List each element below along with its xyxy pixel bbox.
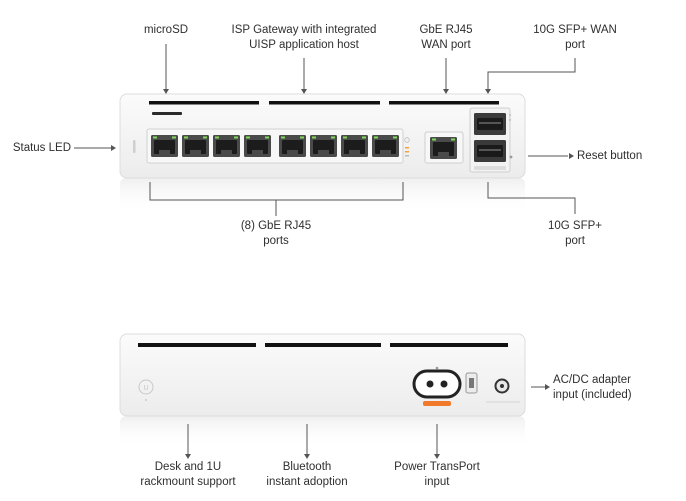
label-sfp-port: 10G SFP+ port [547,220,602,247]
port-group-frame [146,128,404,164]
arrowhead [111,145,116,151]
back-vent-strip [138,343,256,347]
back-vent-strip [265,343,381,347]
power-marker-dot [435,366,439,370]
arrowhead [304,454,310,459]
label-isp-gateway: ISP Gateway with integrated UISP applica… [231,24,377,51]
label-gbe-wan: GbE RJ45 WAN port [419,24,473,51]
rj45-port [310,135,337,157]
arrowhead [569,153,574,159]
microsd-slot [152,112,182,115]
front-vent-strip [389,101,499,105]
sfp-led [508,118,512,122]
label-microsd: microSD [143,24,189,36]
power-transport-connector [412,369,462,399]
label-status-led: Status LED [12,142,71,154]
front-vent-strip [269,101,380,105]
rj45-port [213,135,240,157]
arrowhead [485,89,491,94]
arrowhead [443,89,449,94]
mount-logo-icon [138,379,154,395]
mount-logo-glyph: U [143,385,148,392]
label-bluetooth: Bluetooth instant adoption [266,461,348,488]
arrowhead [545,384,550,390]
port-status-indicator [405,155,409,157]
arrowhead [301,89,307,94]
power-badge [423,401,451,406]
sfp-label-strip [474,166,506,170]
reset-pinhole [509,155,513,159]
rj45-port [151,135,178,157]
dc-label-strip [486,401,520,403]
rj45-port [182,135,209,157]
port-status-indicator [405,147,409,149]
front-panel [119,93,526,214]
rj45-port [341,135,368,157]
rj45-port [244,135,271,157]
back-reflection [120,416,525,448]
label-gbe-ports: (8) GbE RJ45 ports [240,220,312,247]
power-pin-icon [426,380,434,388]
leader-lines [74,44,576,454]
rj45-port [279,135,306,157]
back-panel: U [119,333,526,448]
status-led [133,140,136,153]
mount-dot [145,399,147,401]
arrowhead [434,454,440,459]
leader-sfp-port [487,182,576,214]
label-power-transport: Power TransPort input [394,461,480,488]
front-reflection [120,178,525,214]
sfp-lan-port [474,140,506,162]
sfp-led [508,113,512,117]
rj45-port [372,135,399,157]
label-reset-button: Reset button [577,150,643,162]
arrowhead [185,454,191,459]
front-vent-strip [149,101,259,105]
leader-arrowheads [111,89,574,459]
rj45-port [430,137,457,159]
back-vent-strip [390,343,508,347]
leader-sfp-wan [487,58,576,90]
info-led-icon [404,137,410,143]
arrowhead [163,89,169,94]
sfp-wan-port [474,113,506,135]
label-desk-mount: Desk and 1U rackmount support [140,461,236,488]
port-status-indicator [405,151,409,153]
power-pin-icon [440,380,448,388]
dc-jack-pin [500,384,504,388]
usb-slot-inner [469,378,474,388]
label-ac-dc-adapter: AC/DC adapter input (included) [553,374,632,401]
label-sfp-wan: 10G SFP+ WAN port [533,24,617,51]
rj45-port-group [151,135,399,157]
wan-rj45-port [430,137,457,159]
